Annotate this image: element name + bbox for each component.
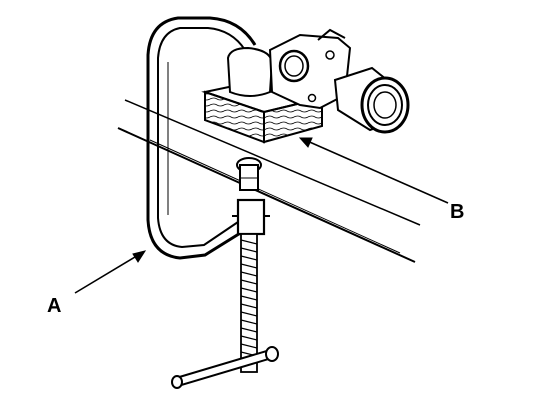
c-clamp-frame <box>146 16 257 260</box>
callout-label-b: B <box>450 201 465 223</box>
clamp-screw-thread <box>240 233 258 373</box>
leader-a <box>74 250 147 294</box>
clamp-pad <box>236 157 262 191</box>
clamp-t-handle <box>171 346 279 389</box>
leader-b <box>298 137 449 204</box>
callout-label-a: A <box>47 295 62 317</box>
clamp-screw-body <box>232 198 270 236</box>
clamped-component <box>226 28 410 134</box>
